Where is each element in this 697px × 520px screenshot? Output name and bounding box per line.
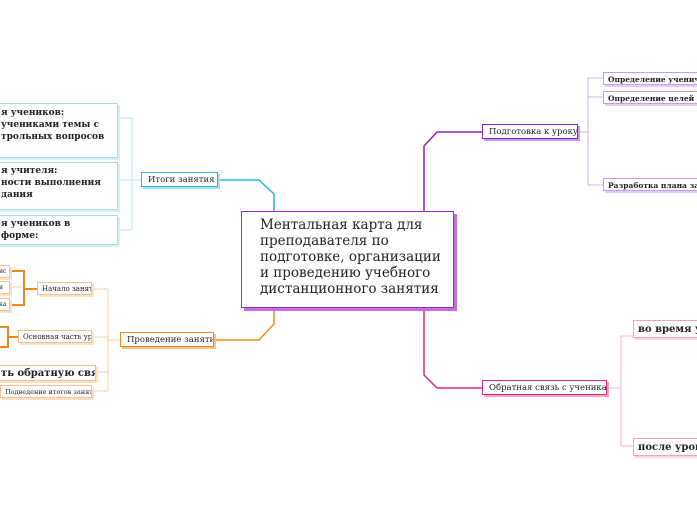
results-item-3[interactable]: я учеников в форме: bbox=[0, 215, 118, 245]
results-item-1-line-3: трольных вопросов bbox=[1, 132, 105, 142]
results-item-1[interactable]: я учеников: учениками темы с трольных во… bbox=[0, 103, 118, 158]
results-item-2-line-1: я учителя: bbox=[1, 166, 58, 176]
branch-prep[interactable]: Подготовка к уроку: bbox=[482, 124, 578, 139]
prep-connectors bbox=[423, 131, 482, 211]
prep-item-2[interactable]: Определение целей и з bbox=[603, 91, 697, 104]
prep-item-1[interactable]: Определение ученичес bbox=[603, 72, 697, 85]
prep-sub-connectors bbox=[577, 77, 603, 186]
results-item-3-line-1: я учеников в bbox=[1, 219, 71, 229]
results-item-2-line-2: ности выполнения bbox=[1, 178, 101, 188]
conduct-thick-connectors bbox=[0, 270, 37, 348]
results-item-1-line-1: я учеников: bbox=[1, 108, 65, 118]
conduct-fragment-1[interactable]: ис bbox=[0, 265, 10, 278]
branch-conduct[interactable]: Проведение занятия bbox=[120, 332, 214, 347]
conduct-item-feedback[interactable]: ть обратную связь bbox=[0, 365, 96, 381]
feedback-connectors bbox=[423, 308, 482, 389]
results-sub-connectors bbox=[120, 117, 141, 231]
central-topic[interactable]: Ментальная карта для преподавателя по по… bbox=[241, 211, 454, 308]
branch-results[interactable]: Итоги занятия bbox=[141, 172, 218, 187]
conduct-item-main[interactable]: Основная часть урока bbox=[18, 330, 92, 343]
feedback-item-during[interactable]: во время уро bbox=[633, 320, 697, 338]
prep-item-3[interactable]: Разработка плана заняти bbox=[603, 178, 697, 191]
feedback-sub-connectors bbox=[607, 335, 633, 447]
results-item-1-line-2: учениками темы с bbox=[1, 120, 100, 130]
conduct-item-summary[interactable]: Подведение итогов занятия bbox=[0, 385, 92, 398]
feedback-item-after[interactable]: после урока: bbox=[633, 438, 697, 456]
results-item-3-line-2: форме: bbox=[1, 231, 39, 241]
conduct-connectors bbox=[214, 308, 275, 341]
conduct-fragment-3[interactable]: ка bbox=[0, 298, 10, 311]
results-item-2-line-3: дания bbox=[1, 190, 33, 200]
results-item-2[interactable]: я учителя: ности выполнения дания bbox=[0, 162, 118, 210]
branch-feedback[interactable]: Обратная связь с учениками bbox=[482, 380, 607, 395]
conduct-fragment-2[interactable]: и bbox=[0, 281, 10, 294]
conduct-item-start[interactable]: Начало занятия bbox=[37, 282, 92, 295]
results-connectors bbox=[218, 179, 275, 211]
